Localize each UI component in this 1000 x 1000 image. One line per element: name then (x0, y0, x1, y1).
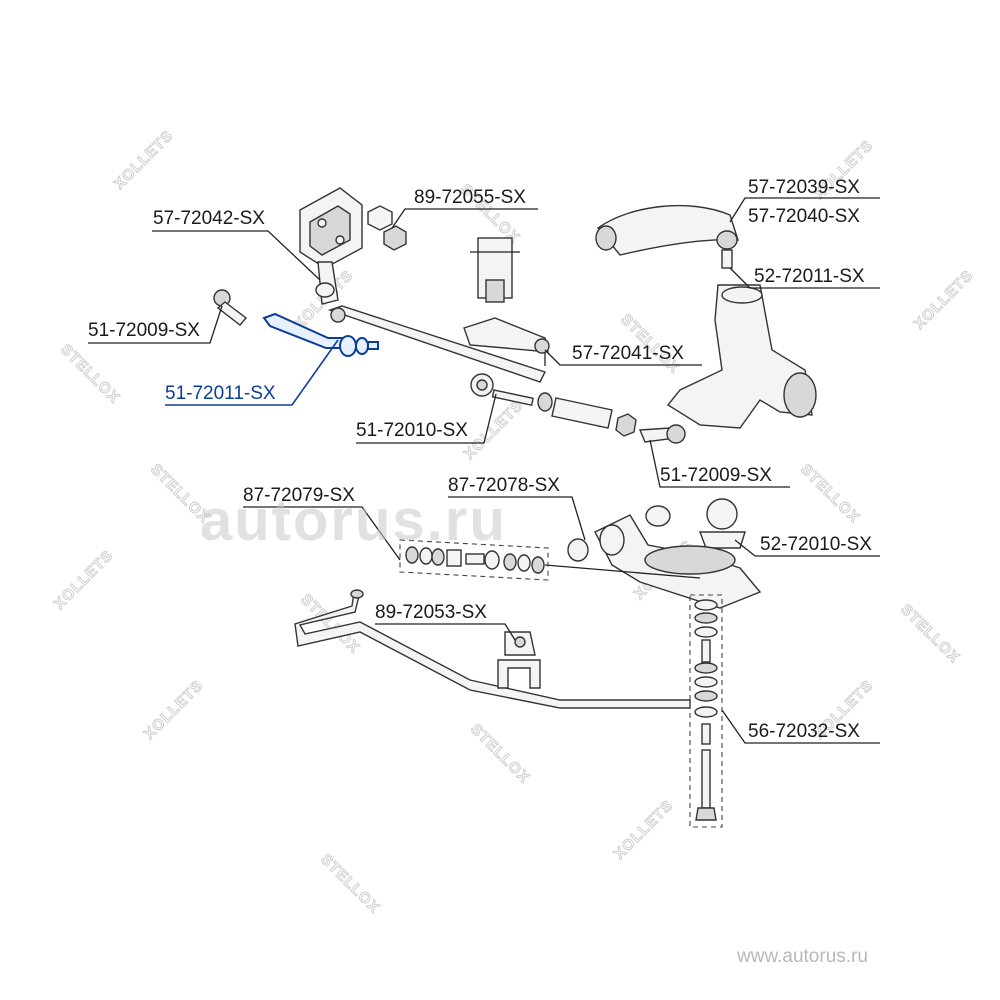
stellox-stamp-watermark: STELLOX (57, 341, 123, 407)
steering-knuckle-drawing (666, 284, 817, 429)
bushing-drawing (567, 505, 671, 562)
label-57-72040-sx: 57-72040-SX (748, 206, 860, 227)
label-52-72010-sx: 52-72010-SX (760, 534, 872, 555)
shock-absorber-drawing (470, 237, 520, 303)
stellox-stamp-watermark: XOLLETS (911, 267, 977, 333)
strut-rod-kit-drawing (399, 539, 549, 581)
label-51-72010-sx: 51-72010-SX (356, 420, 468, 441)
label-57-72042-sx: 57-72042-SX (153, 208, 265, 229)
part-labels: 57-72042-SX 89-72055-SX 57-72039-SX 57-7… (88, 177, 872, 742)
stellox-stamp-watermark: STELLOX (797, 461, 863, 527)
label-57-72039-sx: 57-72039-SX (748, 177, 860, 198)
lower-control-arm-drawing (544, 514, 762, 609)
pitman-bracket-drawing (299, 187, 363, 305)
stabilizer-link-kit-drawing (689, 594, 723, 828)
stabilizer-bushing-drawing (497, 631, 541, 689)
label-52-72011-sx: 52-72011-SX (754, 266, 865, 287)
stellox-stamp-watermark: STELLOX (897, 601, 963, 667)
stellox-stamp-watermark: XOLLETS (141, 677, 207, 743)
label-51-72009-sx-left: 51-72009-SX (88, 320, 200, 341)
idler-arm-drawing (463, 317, 550, 366)
label-87-72079-sx: 87-72079-SX (243, 485, 355, 506)
label-89-72055-sx: 89-72055-SX (414, 187, 526, 208)
tie-rod-end-left-drawing (213, 289, 248, 326)
label-56-72032-sx: 56-72032-SX (748, 721, 860, 742)
leader-lines (88, 197, 880, 744)
stellox-watermark-layer: XOLLETS STELLOX XOLLETS STELLOX XOLLETS STELL… (50, 126, 977, 917)
stellox-stamp-watermark: STELLOX (317, 851, 383, 917)
nut-drawing (367, 205, 407, 251)
stellox-stamp-watermark: STELLOX (467, 721, 533, 787)
stellox-stamp-watermark: XOLLETS (111, 127, 177, 193)
label-51-72009-sx-right: 51-72009-SX (660, 465, 772, 486)
label-87-72078-sx: 87-72078-SX (448, 475, 560, 496)
center-link-drawing (327, 305, 546, 383)
label-51-72011-sx: 51-72011-SX (165, 383, 276, 404)
upper-control-arm-drawing (595, 204, 739, 269)
stellox-stamp-watermark: XOLLETS (461, 397, 527, 463)
label-57-72041-sx: 57-72041-SX (572, 343, 684, 364)
tie-rod-assembly-drawing (470, 373, 637, 437)
tie-rod-highlight-drawing (262, 312, 379, 357)
label-89-72053-sx: 89-72053-SX (375, 602, 487, 623)
tie-rod-end-right-drawing (638, 424, 686, 444)
site-overlay-watermark: autorus.ru (200, 488, 507, 553)
stellox-stamp-watermark: XOLLETS (51, 547, 117, 613)
stellox-stamp-watermark: XOLLETS (611, 797, 677, 863)
footer-watermark: www.autorus.ru (736, 946, 868, 967)
ball-joint-drawing (698, 498, 746, 549)
parts-drawing (213, 187, 817, 828)
